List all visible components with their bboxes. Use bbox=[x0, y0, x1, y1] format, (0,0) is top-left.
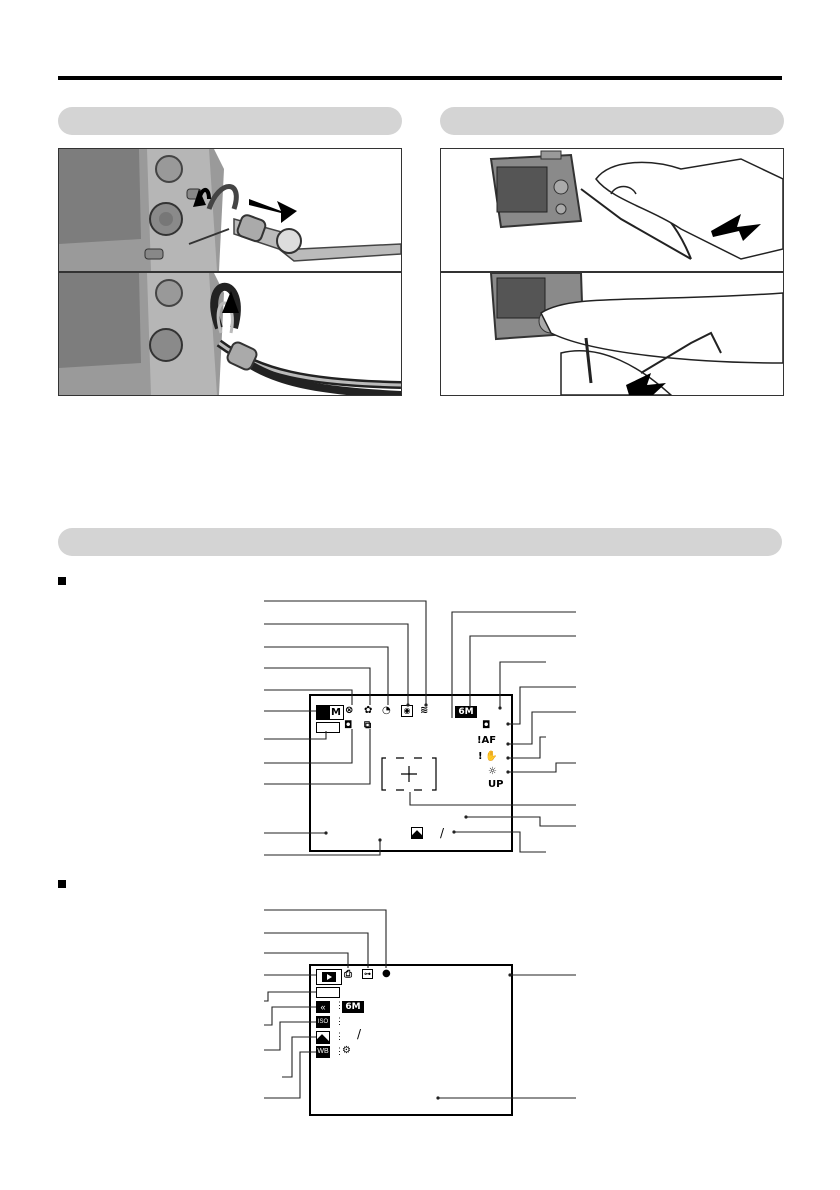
subsection-bullet-shooting bbox=[58, 577, 66, 585]
photo-strap-step2 bbox=[58, 272, 402, 396]
hand-icon: ✋ bbox=[485, 751, 498, 762]
section-header-lcd-monitor bbox=[58, 528, 782, 556]
subsection-bullet-playback bbox=[58, 880, 66, 888]
photo-strap-hand2 bbox=[440, 272, 784, 396]
photometry-icon: ◉ bbox=[401, 705, 413, 717]
exposure-comp-icon bbox=[411, 827, 423, 839]
quality-icon: 6M bbox=[455, 706, 477, 718]
battery-icon bbox=[316, 722, 340, 733]
photo-strap-step1 bbox=[58, 148, 402, 272]
shooting-separator: / bbox=[440, 826, 445, 840]
flash-off-icon: ⊗ bbox=[345, 705, 354, 716]
macro-icon: ✿ bbox=[364, 705, 373, 716]
print-icon: ⎙ bbox=[344, 969, 352, 980]
iso-icon: ISO bbox=[316, 1016, 330, 1028]
shake-warning-icon: ! bbox=[478, 751, 483, 762]
self-timer-icon: ◔ bbox=[382, 705, 391, 716]
white-balance-icon: ⚙ bbox=[342, 1045, 351, 1056]
framing-icon: ◘ bbox=[344, 720, 353, 731]
section-header-strap-use bbox=[440, 107, 784, 135]
key-icon: ⊶ bbox=[362, 969, 373, 979]
dotted-separator-1: ⋮ bbox=[335, 1000, 344, 1010]
dotted-separator-3: ⋮ bbox=[335, 1031, 344, 1041]
playback-separator: / bbox=[357, 1027, 362, 1041]
dotted-separator-2: ⋮ bbox=[335, 1016, 344, 1026]
burst-icon: ⧉ bbox=[364, 720, 372, 731]
dotted-separator-4: ⋮ bbox=[335, 1046, 344, 1056]
exposure-comp-icon bbox=[316, 1031, 330, 1044]
voice-icon: ● bbox=[382, 968, 391, 979]
page-top-rule bbox=[58, 76, 782, 80]
quality-icon: « bbox=[316, 1001, 330, 1013]
af-warning-icon: !AF bbox=[477, 735, 497, 746]
playback-mode-icon bbox=[316, 969, 342, 985]
up-label: UP bbox=[488, 779, 504, 790]
af-frame-icon bbox=[381, 757, 437, 791]
wb-icon: WB bbox=[316, 1046, 330, 1058]
brightness-icon: ☼ bbox=[488, 766, 497, 777]
continuous-icon: ≋ bbox=[420, 705, 429, 716]
battery-icon bbox=[316, 987, 340, 998]
section-header-strap-attach bbox=[58, 107, 402, 135]
camera-mode-icon: M bbox=[316, 705, 344, 720]
pixels-badge: 6M bbox=[342, 1001, 364, 1013]
flash-icon: ◘ bbox=[482, 720, 491, 731]
photo-strap-hand1 bbox=[440, 148, 784, 272]
